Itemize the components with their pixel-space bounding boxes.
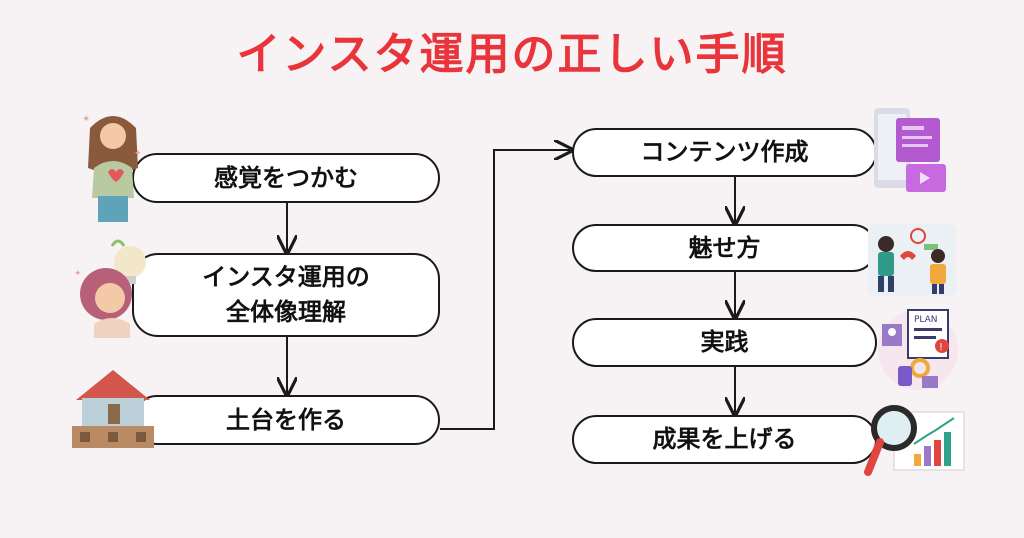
step-label: 土台を作る [226,405,346,434]
plan-illustration: PLAN ! [878,309,958,390]
svg-text:!: ! [939,342,943,353]
step-feel: 感覚をつかむ [132,153,440,203]
woman-heart-illustration: ✦ ✦ [82,114,142,222]
svg-text:✦: ✦ [74,269,82,279]
idea-bulb-woman-illustration: ✦ [74,239,146,338]
step-practice: 実践 [572,318,877,367]
step-label: コンテンツ作成 [640,138,809,167]
content-screens-illustration [874,108,946,192]
step-results: 成果を上げる [572,415,877,464]
step-label: 成果を上げる [652,425,797,454]
house-illustration [72,370,154,448]
step-content: コンテンツ作成 [572,128,877,177]
step-label: インスタ運用の [202,263,370,292]
step-label: 感覚をつかむ [214,163,358,192]
step-overview: インスタ運用の 全体像理解 [132,253,440,337]
page-title: インスタ運用の正しい手順 [236,29,788,80]
step-label-line2: 全体像理解 [226,298,346,326]
step-label: 魅せ方 [688,233,761,262]
magnet-people-illustration [868,224,956,296]
svg-text:✦: ✦ [134,149,142,159]
plan-text: PLAN [914,315,938,325]
svg-text:✦: ✦ [82,114,90,125]
step-presentation: 魅せ方 [572,224,877,272]
step-label: 実践 [700,328,749,357]
growth-chart-magnifier-illustration [864,405,965,476]
arrow-3-4 [440,150,570,430]
step-foundation: 土台を作る [132,395,440,445]
